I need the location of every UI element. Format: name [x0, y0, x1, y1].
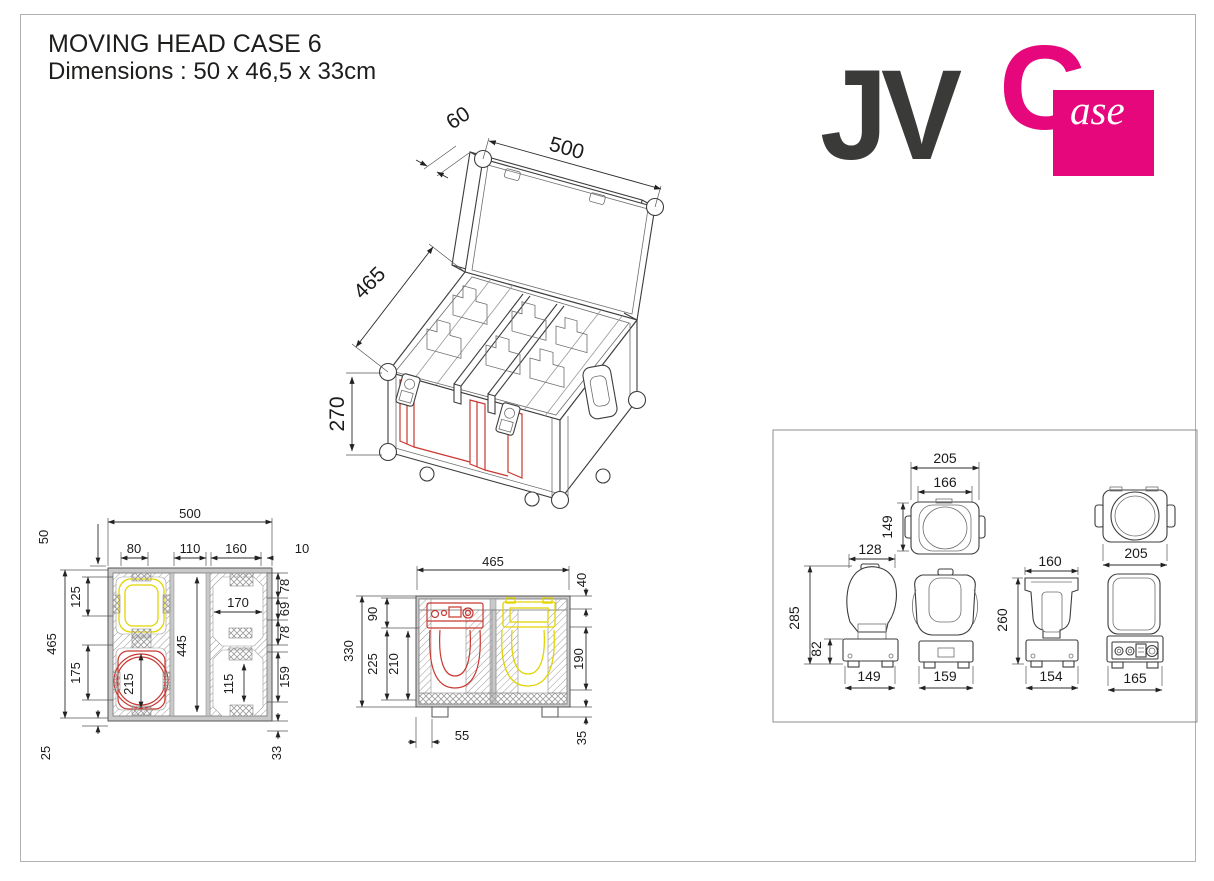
plan-view-drawing: 215 445 170 115 500	[36, 506, 309, 760]
section-yellow-fixture	[501, 597, 556, 687]
dim-label-500: 500	[547, 133, 587, 165]
dim-label-330: 330	[341, 640, 356, 662]
fixture-views-panel: 205 166 149 205	[772, 429, 1198, 723]
iso-lid	[451, 149, 665, 321]
section-case	[415, 595, 571, 718]
dim-label-115: 115	[221, 674, 236, 695]
dim-label-c82: 82	[808, 641, 824, 657]
dim-label-465: 465	[44, 633, 59, 655]
dim-label-445: 445	[174, 635, 189, 657]
fixture-top-view-a: 205 166 149	[879, 450, 986, 555]
dim-label-210: 210	[386, 653, 401, 675]
iso-interior-foam	[399, 278, 623, 479]
dim-label-50: 50	[36, 530, 51, 544]
dim-label-b205: 205	[1124, 545, 1148, 561]
section-view-drawing: 465 40 190 35 330 90 225	[341, 554, 592, 748]
page-subtitle: Dimensions : 50 x 46,5 x 33cm	[48, 58, 377, 85]
logo-ase-text: ase	[1070, 87, 1125, 133]
section-dimensions: 465 40 190 35 330 90 225	[341, 554, 592, 748]
fixture-top-view-b: 205	[1094, 486, 1176, 568]
dim-label-225: 225	[365, 653, 380, 675]
dim-label-e160: 160	[1038, 553, 1062, 569]
dim-label-159: 159	[277, 666, 292, 688]
iso-divider	[453, 293, 531, 405]
page-border	[20, 14, 1196, 862]
dim-label-78b: 78	[277, 626, 292, 640]
fixture-rear-panel-view: 165	[1106, 573, 1164, 693]
dim-label-10: 10	[295, 541, 309, 556]
iso-case-body	[387, 271, 638, 502]
dim-label-40: 40	[574, 573, 589, 587]
dim-label-500: 500	[179, 506, 201, 521]
dim-label-90: 90	[365, 607, 380, 621]
dim-label-c285: 285	[786, 606, 802, 630]
dim-label-c128: 128	[858, 541, 882, 557]
dim-label-35: 35	[574, 731, 589, 745]
plan-dimensions: 500 80 110 160 10 50 465	[36, 506, 309, 760]
dim-label-110: 110	[180, 541, 201, 556]
dim-label-60: 60	[442, 102, 474, 134]
dim-label-a205: 205	[933, 450, 957, 466]
title-block: MOVING HEAD CASE 6 Dimensions : 50 x 46,…	[48, 30, 376, 86]
dim-label-69: 69	[277, 602, 292, 616]
dim-label-465: 465	[482, 554, 504, 569]
dim-label-a166: 166	[933, 474, 957, 490]
iso-hardware	[378, 362, 647, 510]
dim-label-170: 170	[227, 595, 249, 610]
dim-label-25: 25	[38, 746, 53, 760]
isometric-view-drawing: 500 60 465 270	[326, 102, 665, 510]
plan-right-column: 170 115	[212, 572, 264, 717]
dim-label-160: 160	[225, 541, 247, 556]
logo-c-letter: C	[999, 21, 1086, 155]
fixture-front-view: 159	[911, 568, 979, 691]
dim-label-465: 465	[349, 262, 390, 303]
fixture-side-view: 128 285 82 149	[786, 541, 899, 691]
plan-left-top-compartment	[112, 572, 171, 639]
dim-label-270: 270	[326, 396, 349, 431]
fixture-back-view: 160 260 154	[994, 553, 1079, 691]
dim-label-a149: 149	[879, 515, 895, 539]
dim-label-33: 33	[269, 746, 284, 760]
dim-label-f165: 165	[1123, 670, 1147, 686]
dim-label-d159: 159	[933, 668, 957, 684]
plan-left-bottom-compartment: 215	[112, 635, 171, 716]
dim-label-78a: 78	[277, 579, 292, 593]
dim-label-c149: 149	[857, 668, 881, 684]
dim-label-80: 80	[127, 541, 141, 556]
dim-label-125: 125	[68, 586, 83, 608]
logo-jv-text: JV	[820, 44, 962, 187]
dim-label-55: 55	[455, 728, 469, 743]
dim-label-190: 190	[571, 648, 586, 670]
dim-label-175: 175	[68, 662, 83, 684]
page-title: MOVING HEAD CASE 6	[48, 30, 322, 58]
dim-label-e260: 260	[994, 608, 1010, 632]
dim-label-215: 215	[121, 673, 136, 695]
iso-handle	[582, 364, 618, 420]
logo-pink-square	[1053, 90, 1154, 176]
section-red-fixture	[426, 602, 484, 689]
iso-divider	[487, 303, 565, 415]
dim-label-e154: 154	[1039, 668, 1063, 684]
plan-center-channel: 445	[174, 576, 200, 713]
